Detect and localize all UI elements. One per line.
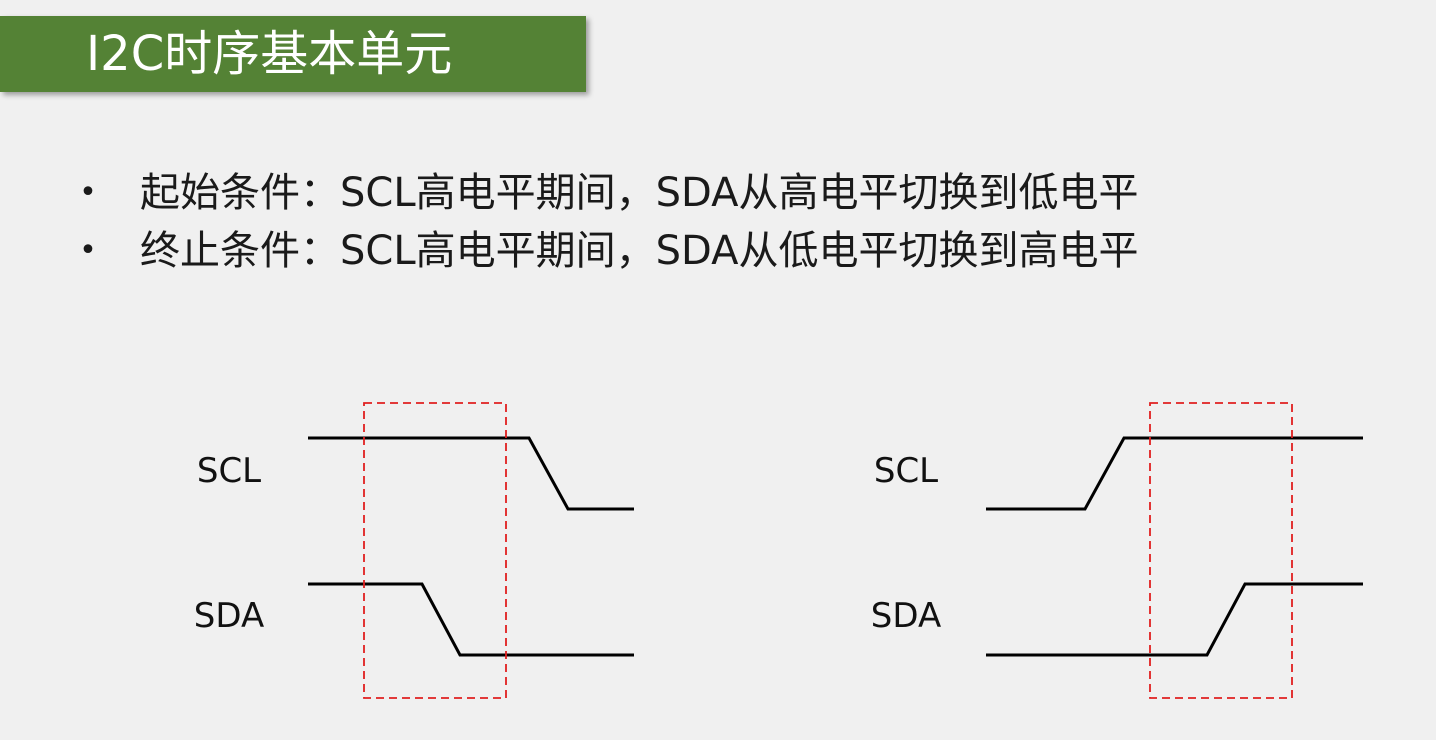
start-scl-waveform (308, 436, 634, 511)
bullet-text: 终止条件：SCL高电平期间，SDA从低电平切换到高电平 (140, 228, 1139, 274)
stop-sda-label: SDA (871, 596, 941, 636)
bullet-text: 起始条件：SCL高电平期间，SDA从高电平切换到低电平 (140, 170, 1139, 216)
start-sda-label: SDA (194, 596, 264, 636)
stop-sda-waveform (986, 582, 1363, 657)
stop-condition-highlight-box (1149, 402, 1293, 699)
bullet-dot-icon: • (79, 233, 97, 268)
start-sda-waveform (308, 582, 634, 657)
stop-scl-waveform (986, 436, 1363, 511)
bullet-dot-icon: • (79, 175, 97, 210)
title-banner: I2C时序基本单元 (0, 16, 586, 92)
stop-condition-diagram: SCL SDA (871, 402, 1363, 699)
start-scl-label: SCL (197, 451, 261, 491)
stop-scl-label: SCL (874, 451, 938, 491)
start-condition-diagram: SCL SDA (194, 402, 634, 699)
page-title: I2C时序基本单元 (86, 26, 453, 82)
start-condition-highlight-box (363, 402, 507, 699)
